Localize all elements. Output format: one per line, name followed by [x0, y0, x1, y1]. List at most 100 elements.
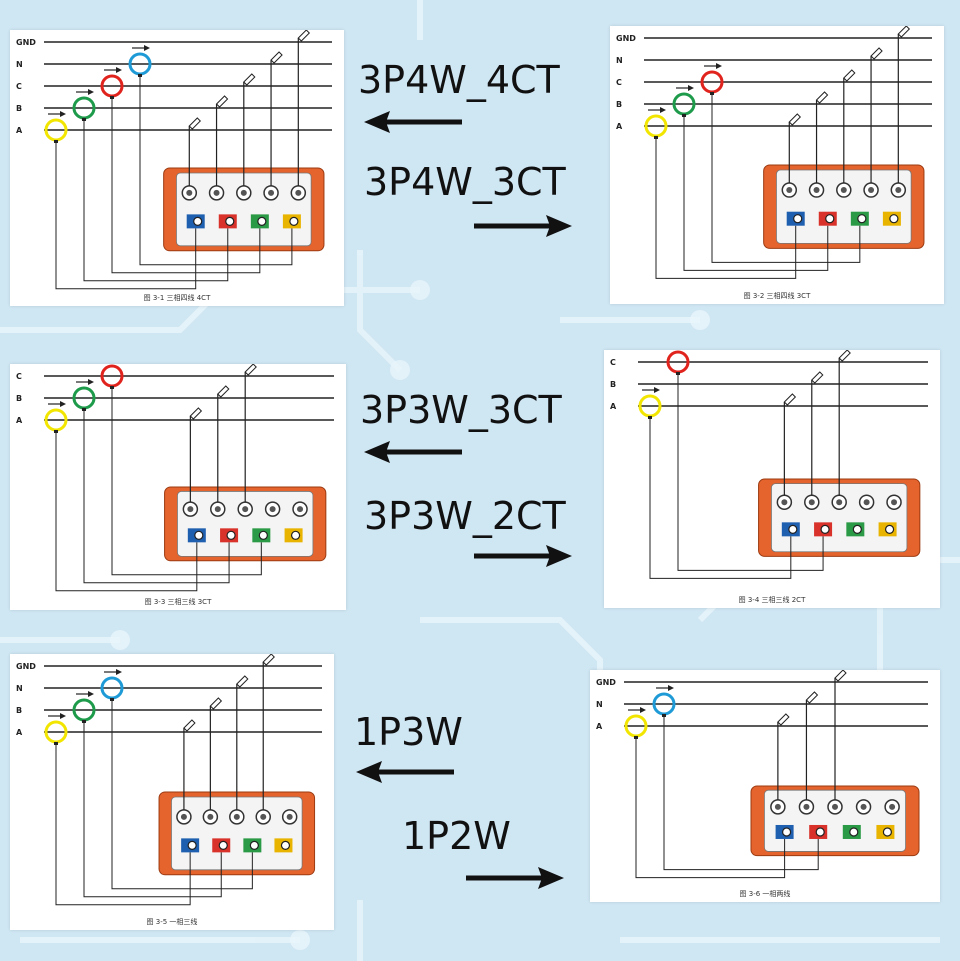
current-socket-pin	[249, 840, 259, 850]
ct-plug	[634, 736, 638, 739]
current-socket-pin	[187, 840, 197, 850]
line-label: C	[616, 78, 622, 87]
ct-lead	[111, 701, 253, 890]
ct-lead	[655, 139, 797, 279]
ct-lead	[139, 77, 293, 266]
line-label: B	[610, 380, 616, 389]
current-socket-pin	[889, 214, 899, 224]
ct-plug	[110, 698, 114, 701]
ct-plug	[82, 408, 86, 411]
current-socket-pin	[882, 827, 892, 837]
ct-plug	[710, 92, 714, 95]
voltage-terminal-pin	[214, 506, 221, 513]
current-socket-pin	[290, 530, 301, 540]
direction-arrow-head	[88, 691, 94, 697]
arrow-left-icon	[364, 441, 462, 463]
figure-caption: 图 3-5 一相三线	[147, 917, 198, 926]
voltage-terminal-pin	[242, 506, 249, 513]
line-label: N	[616, 56, 623, 65]
current-socket-pin	[194, 530, 204, 540]
voltage-terminal-pin	[268, 189, 275, 196]
current-socket-pin	[258, 530, 268, 540]
ct-lead	[111, 389, 262, 576]
figure-caption: 图 3-1 三相四线 4CT	[144, 293, 211, 302]
voltage-terminal-pin	[889, 803, 896, 810]
ct-plug	[82, 720, 86, 723]
voltage-terminal-pin	[803, 803, 810, 810]
line-label: GND	[16, 38, 36, 47]
alligator-clip-icon	[834, 670, 847, 682]
line-label: A	[610, 402, 617, 411]
voltage-terminal-pin	[260, 813, 267, 820]
alligator-clip-icon	[209, 697, 223, 710]
direction-arrow-head	[688, 85, 694, 91]
alligator-clip-icon	[243, 73, 256, 86]
voltage-terminal-pin	[781, 499, 788, 506]
voltage-terminal-pin	[207, 813, 214, 820]
current-socket-pin	[815, 827, 825, 837]
ct-plug	[110, 96, 114, 99]
line-label: N	[16, 684, 23, 693]
ct-plug	[654, 136, 658, 139]
line-label: A	[16, 728, 23, 737]
voltage-terminal-pin	[895, 187, 902, 194]
direction-arrow-head	[116, 67, 122, 73]
ct-plug	[82, 118, 86, 121]
figure-caption: 图 3-3 三相三线 3CT	[145, 597, 212, 606]
current-socket-pin	[820, 524, 830, 534]
voltage-terminal-pin	[808, 499, 815, 506]
ct-lead	[55, 745, 191, 906]
direction-arrow-head	[654, 387, 660, 393]
alligator-clip-icon	[811, 371, 824, 384]
voltage-terminal-pin	[774, 803, 781, 810]
line-label: A	[16, 416, 23, 425]
alligator-clip-icon	[217, 385, 230, 398]
ct-plug	[110, 386, 114, 389]
alligator-clip-icon	[183, 719, 196, 732]
direction-arrow-head	[640, 707, 646, 713]
ct-plug	[54, 742, 58, 745]
current-socket-pin	[280, 840, 291, 850]
alligator-clip-icon	[843, 69, 856, 82]
ct-plug	[676, 372, 680, 375]
alligator-clip-icon	[805, 691, 819, 704]
line-label: A	[596, 722, 603, 731]
alligator-clip-icon	[244, 364, 257, 376]
direction-arrow-head	[716, 63, 722, 69]
ct-plug	[648, 416, 652, 419]
alligator-clip-icon	[262, 654, 275, 666]
voltage-terminal-pin	[840, 187, 847, 194]
ct-lead	[649, 419, 792, 579]
alligator-clip-icon	[870, 47, 883, 60]
wiring-mode-label: 3P3W_2CT	[364, 494, 566, 538]
line-label: C	[16, 372, 22, 381]
voltage-terminal-pin	[186, 189, 193, 196]
voltage-terminal-pin	[269, 506, 276, 513]
ct-lead	[55, 143, 197, 290]
wiring-mode-label: 1P3W	[354, 710, 463, 754]
voltage-terminal-pin	[813, 187, 820, 194]
figure-caption: 图 3-2 三相四线 3CT	[744, 291, 811, 300]
line-label: GND	[596, 678, 616, 687]
alligator-clip-icon	[188, 117, 201, 130]
direction-arrow-head	[88, 379, 94, 385]
current-socket-pin	[884, 524, 895, 534]
line-label: B	[16, 706, 22, 715]
direction-arrow-head	[60, 713, 66, 719]
alligator-clip-icon	[189, 407, 203, 420]
voltage-terminal-pin	[297, 506, 304, 513]
wiring-mode-label: 3P4W_4CT	[358, 58, 560, 102]
figure-caption: 图 3-6 一相两线	[740, 889, 791, 898]
ct-plug	[682, 114, 686, 117]
current-socket-pin	[257, 216, 267, 226]
line-label: B	[616, 100, 622, 109]
ct-lead	[55, 433, 198, 592]
arrow-right-icon	[474, 215, 572, 237]
alligator-clip-icon	[270, 51, 283, 64]
alligator-clip-icon	[215, 95, 229, 108]
